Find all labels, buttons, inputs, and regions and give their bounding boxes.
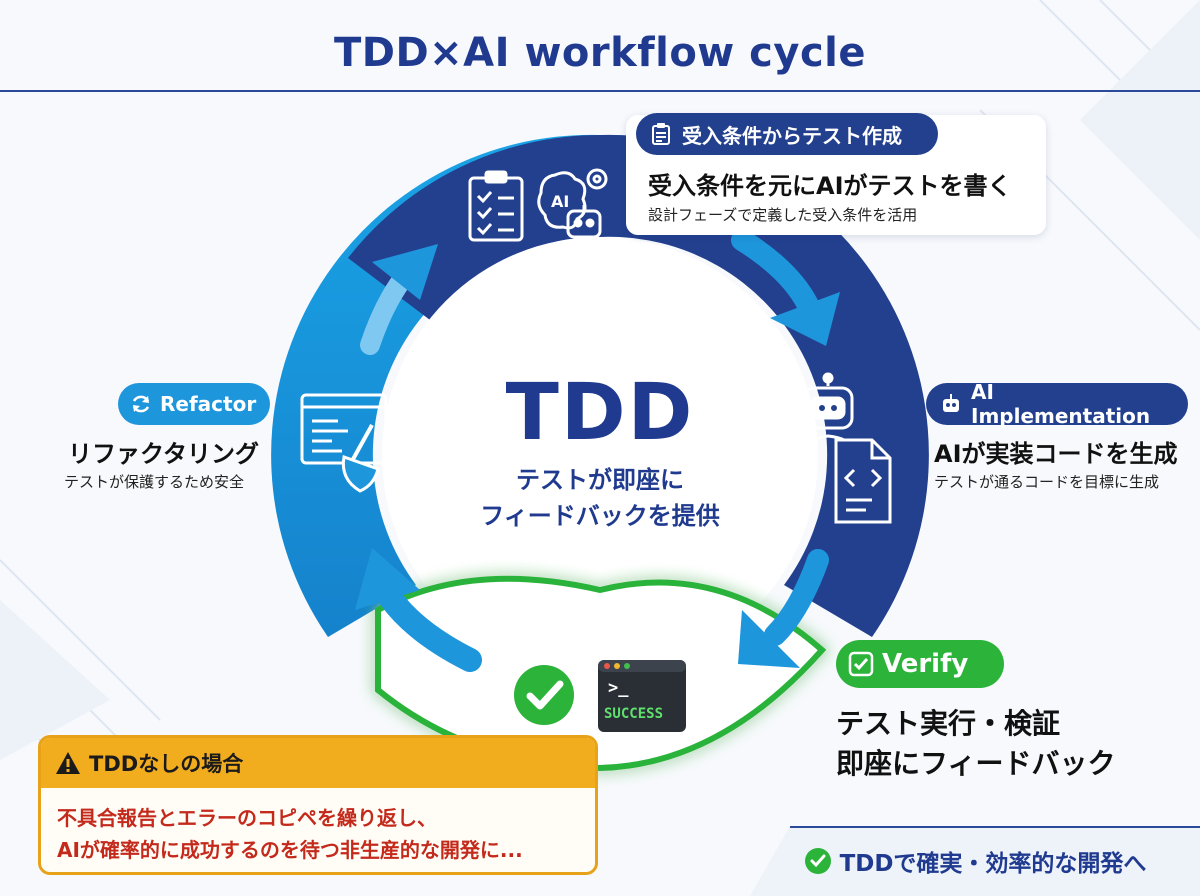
- center-subtitle-line2: フィードバックを提供: [480, 502, 720, 530]
- brain-gear-icon: AI: [537, 168, 608, 230]
- checkbox-icon: [848, 651, 874, 677]
- refresh-icon: [130, 391, 152, 417]
- terminal-success-text: SUCCESS: [604, 706, 664, 722]
- implementation-tag-label: AI Implementation: [971, 380, 1151, 428]
- check-circle-icon: [514, 665, 574, 725]
- code-broom-icon: [300, 393, 403, 493]
- terminal-icon: [598, 660, 686, 732]
- terminal-prompt: >_: [608, 678, 629, 698]
- warning-icon: [56, 752, 80, 774]
- warning-title: TDDなしの場合: [89, 752, 244, 776]
- conclusion-text: TDDで確実・効率的な開発へ: [839, 851, 1147, 877]
- center-title: TDD: [505, 368, 695, 458]
- refactor-heading: リファクタリング: [68, 440, 260, 468]
- arrow-implementation-to-verify: [764, 549, 829, 646]
- test-creation-tag: 受入条件からテスト作成: [636, 113, 938, 155]
- page-title: TDD×AI workflow cycle: [333, 30, 867, 76]
- warning-box: TDDなしの場合 不具合報告とエラーのコピペを繰り返し、 AIが確率的に成功する…: [38, 735, 598, 875]
- refactor-note: テストが保護するため安全: [64, 473, 245, 491]
- warning-header: TDDなしの場合: [41, 738, 595, 788]
- implementation-tag: AI Implementation: [926, 380, 1188, 428]
- title-divider: [0, 90, 1200, 92]
- refactor-tag-label: Refactor: [160, 392, 257, 416]
- test-creation-heading: 受入条件を元にAIがテストを書く: [648, 172, 1012, 200]
- test-creation-tag-label: 受入条件からテスト作成: [682, 123, 902, 148]
- clipboard-icon: [468, 170, 524, 242]
- center-circle: [382, 237, 818, 673]
- arrow-head-verify: [738, 610, 800, 668]
- verify-heading-line1: テスト実行・検証: [836, 707, 1061, 740]
- verify-heading-line2: 即座にフィードバック: [836, 747, 1116, 780]
- check-circle-icon: [804, 848, 831, 874]
- warning-line1: 不具合報告とエラーのコピペを繰り返し、: [57, 806, 437, 830]
- svg-text:AI: AI: [551, 192, 569, 211]
- refactor-tag: Refactor: [118, 383, 270, 425]
- code-file-icon: [834, 438, 892, 524]
- warning-line2: AIが確率的に成功するのを待つ非生産的な開発に...: [57, 838, 523, 862]
- arrow-head-implementation: [770, 292, 840, 346]
- robot-icon: [798, 372, 854, 465]
- arrow-head-refactor: [355, 548, 420, 610]
- verify-tag-label: Verify: [882, 649, 969, 679]
- verify-tag: Verify: [836, 640, 1004, 688]
- conclusion-banner: TDDで確実・効率的な開発へ: [750, 826, 1200, 896]
- implementation-note: テストが通るコードを目標に生成: [934, 473, 1160, 491]
- arrow-head-test: [372, 244, 438, 300]
- robot-small-icon: [938, 391, 963, 417]
- arrow-test-to-implementation: [731, 229, 819, 316]
- clipboard-small-icon: [648, 121, 674, 147]
- center-subtitle-line1: テストが即座に: [516, 466, 684, 494]
- banner-background: [750, 826, 1200, 896]
- robot-icon: [566, 205, 602, 239]
- test-creation-note: 設計フェーズで定義した受入条件を活用: [648, 206, 918, 224]
- implementation-heading: AIが実装コードを生成: [934, 440, 1178, 468]
